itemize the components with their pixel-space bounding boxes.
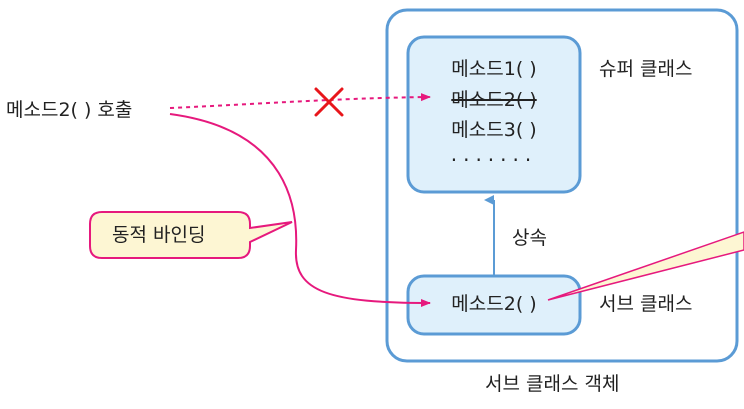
object-label: 서브 클래스 객체 [485,373,620,395]
pointer-wedge [547,231,744,301]
superclass-box [406,35,582,194]
super-method-2-overridden: 메소드2( ) [451,89,537,111]
sub-method-2: 메소드2( ) [451,293,537,315]
dynamic-binding-arrow [169,113,431,307]
caller-label: 메소드2( ) 호출 [6,99,133,121]
inheritance-label: 상속 [512,227,547,249]
superclass-title: 슈퍼 클래스 [599,58,693,80]
binding-label: 동적 바인딩 [112,224,206,246]
super-method-1: 메소드1( ) [451,58,537,80]
cross-icon [314,87,344,117]
object-frame [385,8,739,363]
subclass-title: 서브 클래스 [599,293,693,315]
method-ellipsis: ······· [450,148,538,172]
subclass-box [406,274,582,336]
blocked-call-arrow [169,93,431,109]
super-method-3: 메소드3( ) [451,119,537,141]
binding-callout [89,211,293,259]
